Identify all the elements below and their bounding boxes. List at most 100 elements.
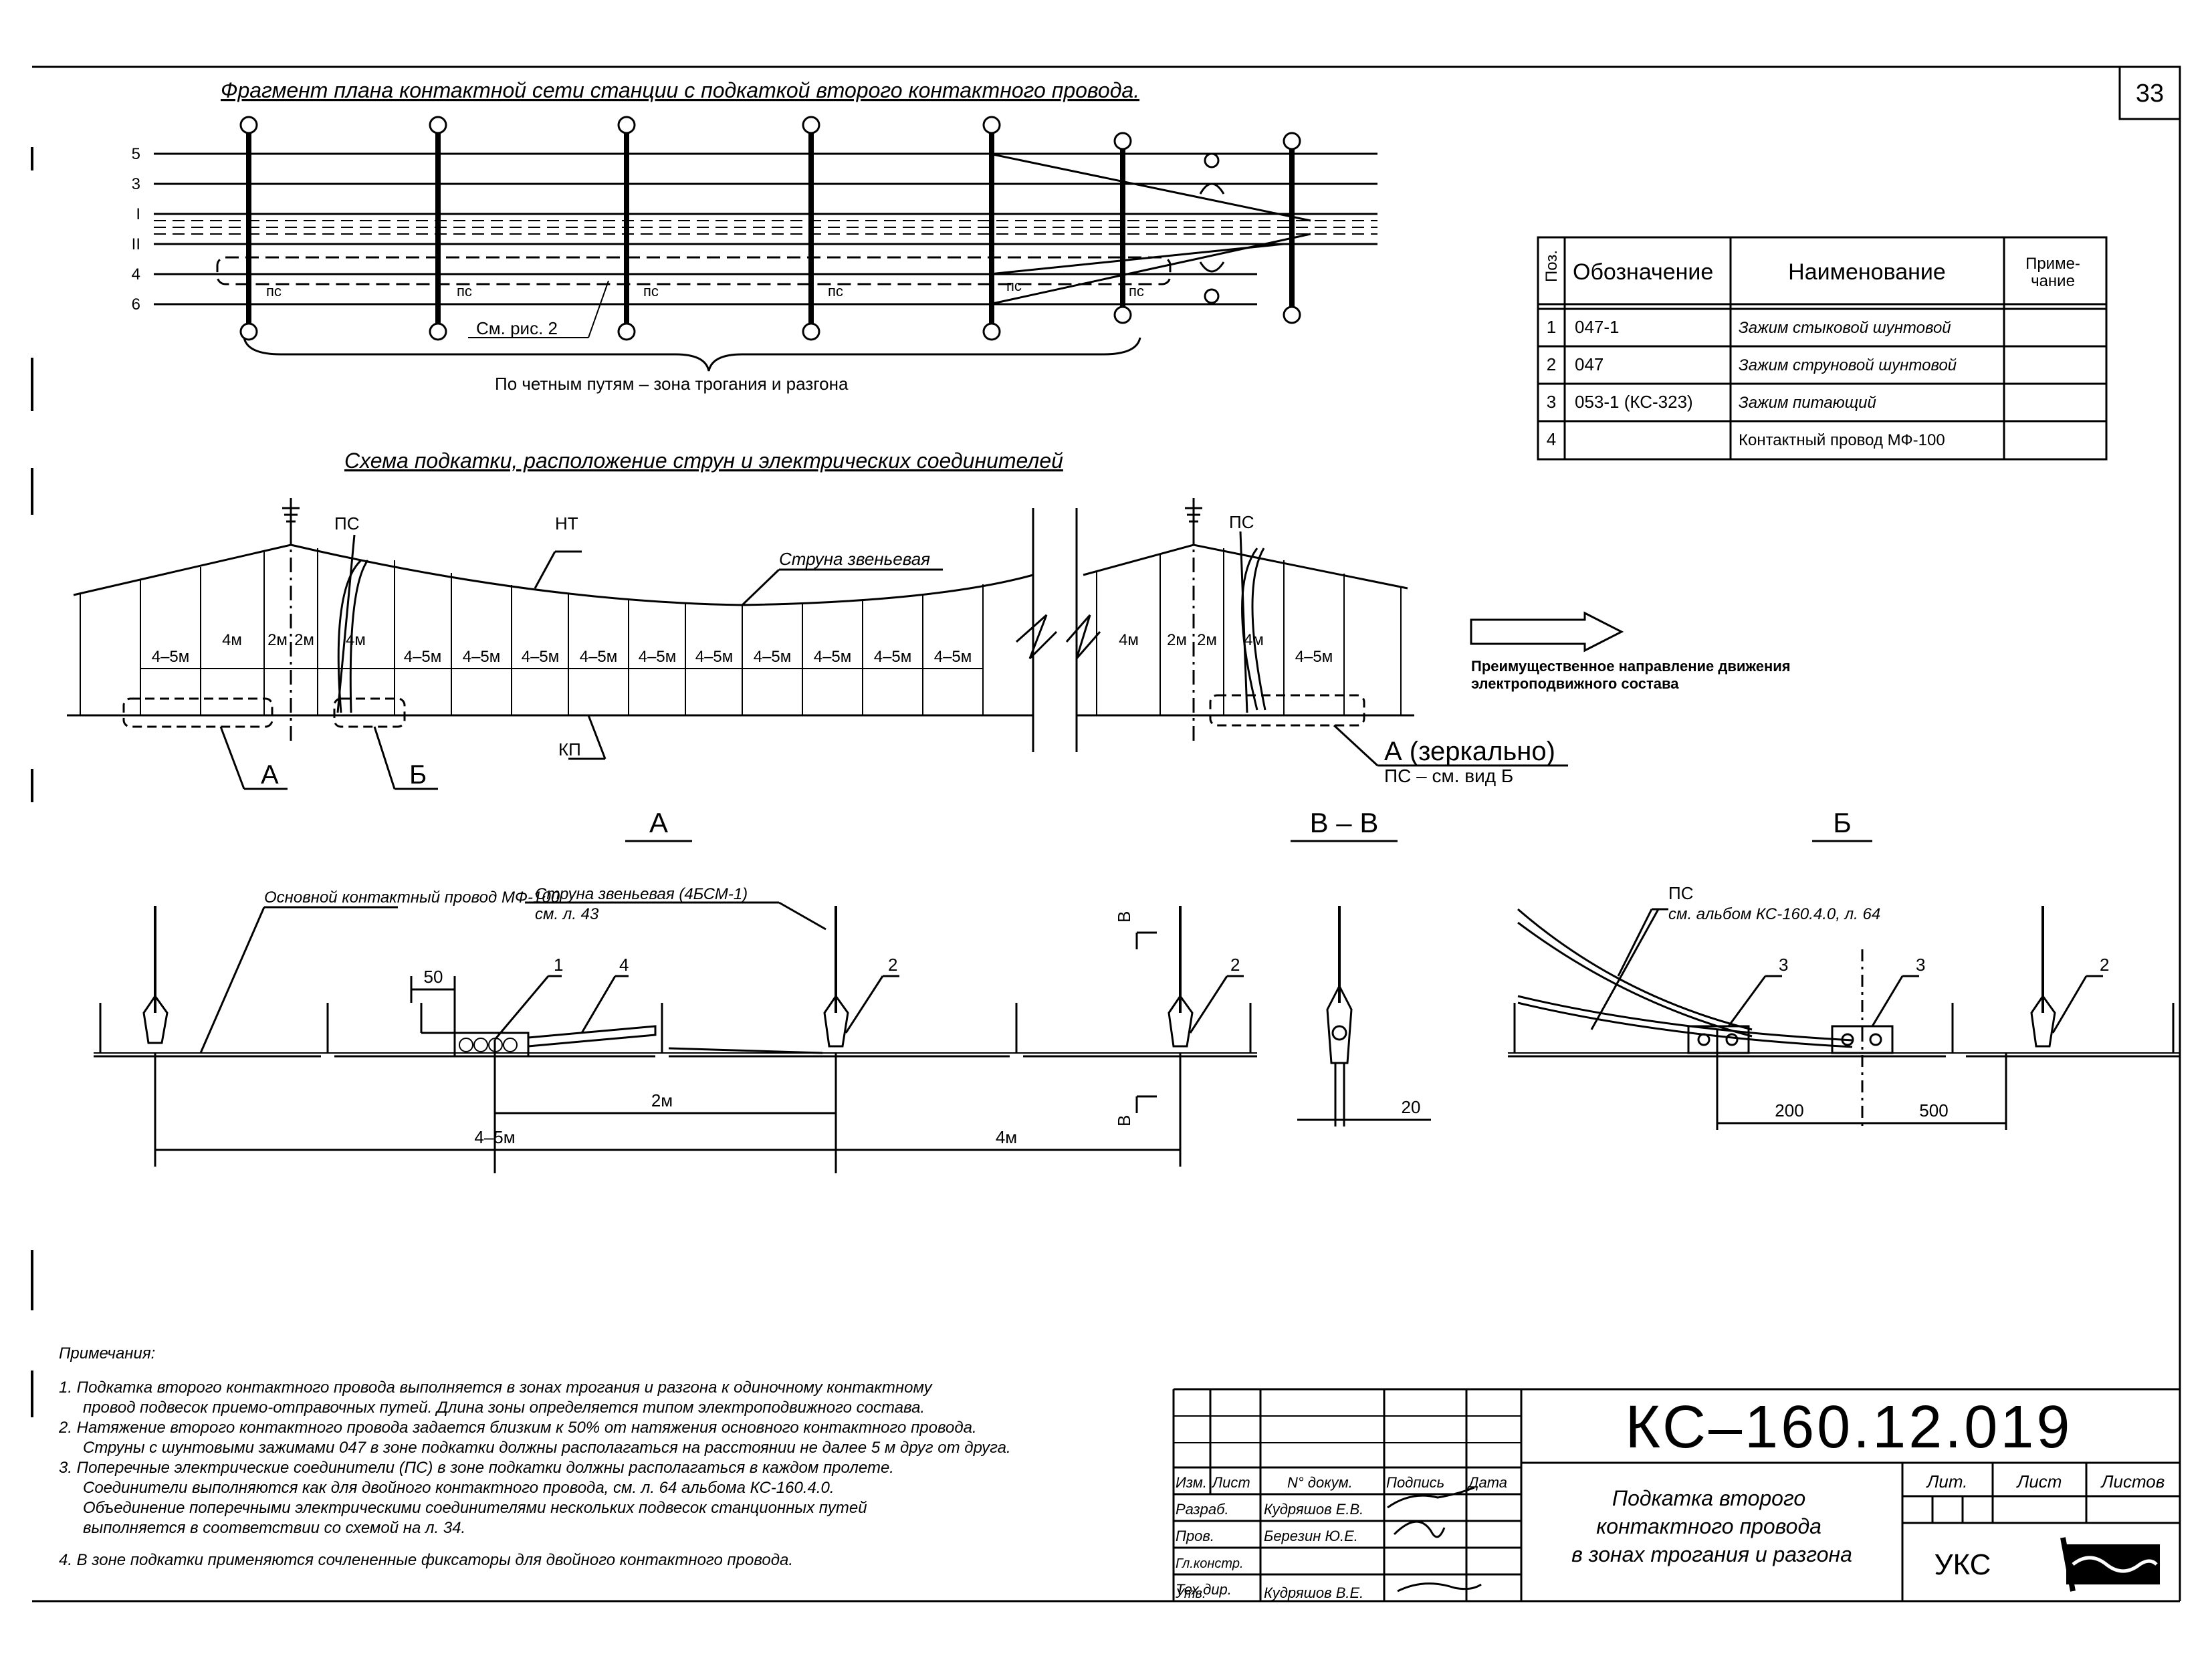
notes-heading: Примечания:: [59, 1344, 155, 1362]
org-logo: [2060, 1537, 2160, 1592]
tb-listov: Листов: [2100, 1471, 2165, 1492]
svg-text:2м: 2м: [1167, 631, 1187, 649]
view-a: А: [94, 807, 1257, 1173]
tb-role: Разраб.: [1176, 1501, 1229, 1518]
tb-role: Тех.дир.: [1176, 1581, 1232, 1598]
note-line: 2. Натяжение второго контактного провода…: [58, 1419, 977, 1437]
dim-20: 20: [1402, 1097, 1421, 1117]
scheme-droppers: [80, 548, 1402, 715]
svg-text:I: I: [136, 205, 140, 223]
notes: Примечания: 1. Подкатка второго контактн…: [58, 1344, 1011, 1569]
view-a-string-label: Струна звеньевая (4БСМ-1): [535, 885, 748, 903]
svg-text:2м: 2м: [294, 631, 314, 649]
view-bb-title: В – В: [1310, 807, 1379, 838]
view-b: Б: [1508, 807, 2180, 1130]
callout-1: 1: [554, 955, 563, 975]
svg-text:4–5м: 4–5м: [522, 648, 560, 666]
svg-text:2м: 2м: [1197, 631, 1217, 649]
note-line: Объединение поперечными электрическими с…: [83, 1499, 867, 1517]
drawing-title: Подкатка второго контактного провода в з…: [1571, 1486, 1852, 1566]
view-a-clamp-holes: [459, 1038, 518, 1052]
cut-label-b: В: [1114, 911, 1134, 923]
tb-role-name: Кудряшов Е.В.: [1264, 1501, 1363, 1518]
svg-text:4м: 4м: [222, 631, 242, 649]
svg-text:4–5м: 4–5м: [463, 648, 501, 666]
view-bb: В – В 20: [1291, 807, 1431, 1126]
note-line: провод подвесок приемо-отправочных путей…: [83, 1399, 925, 1417]
scheme-callout-a: А: [261, 760, 279, 790]
spec-header-designation: Обозначение: [1573, 259, 1713, 285]
svg-text:4м: 4м: [1244, 631, 1264, 649]
ps-label: пс: [828, 283, 843, 300]
tb-col-header: Лист: [1211, 1474, 1250, 1491]
view-b-title: Б: [1833, 807, 1852, 838]
view-b-ps-ref: см. альбом КС-160.4.0, л. 64: [1668, 905, 1880, 923]
tb-col-header: Изм.: [1176, 1474, 1207, 1491]
plan-title: Фрагмент плана контактной сети станции с…: [221, 78, 1139, 102]
svg-text:4–5м: 4–5м: [639, 648, 677, 666]
note-line: 1. Подкатка второго контактного провода …: [59, 1379, 933, 1397]
svg-text:4м: 4м: [1119, 631, 1139, 649]
see-fig-label: См. рис. 2: [476, 318, 558, 338]
spec-header-note: Приме-чание: [2025, 255, 2080, 290]
svg-text:4–5м: 4–5м: [874, 648, 912, 666]
ps-label: пс: [1129, 283, 1144, 300]
svg-text:4–5м: 4–5м: [1295, 648, 1333, 666]
note-line: 4. В зоне подкатки применяются сочлененн…: [59, 1551, 793, 1569]
svg-text:4–5м: 4–5м: [814, 648, 852, 666]
scheme-title: Схема подкатки, расположение струн и эле…: [344, 449, 1063, 473]
svg-text:4–5м: 4–5м: [754, 648, 792, 666]
org-name: УКС: [1934, 1548, 1991, 1581]
spec-row-name: Зажим стыковой шунтовой: [1739, 319, 1951, 337]
tb-role-name: Кудряшов В.Е.: [1264, 1584, 1363, 1601]
plan-supports: [239, 116, 1301, 341]
note-line: Струны с шунтовыми зажимами 047 в зоне п…: [83, 1439, 1011, 1457]
svg-text:4–5м: 4–5м: [934, 648, 972, 666]
scheme-callout-a-mirror: А (зеркально): [1384, 737, 1555, 766]
cut-label-b: В: [1114, 1115, 1134, 1126]
spec-row-pos: 1: [1547, 317, 1556, 337]
tb-col-header: N° докум.: [1287, 1474, 1353, 1491]
scheme-ps-label: ПС: [334, 513, 359, 533]
callout-2: 2: [2100, 955, 2109, 975]
direction-note: Преимущественное направление движения эл…: [1471, 658, 1795, 692]
tb-list: Лист: [2016, 1471, 2062, 1492]
spec-row-name: Контактный провод МФ-100: [1739, 431, 1945, 449]
scheme-ps-label: ПС: [1229, 512, 1254, 532]
tb-col-header: Подпись: [1386, 1474, 1444, 1491]
callout-3: 3: [1916, 955, 1925, 975]
spec-table: Поз. Обозначение Наименование Приме-чани…: [1537, 236, 2108, 461]
dim-4-5m: 4–5м: [474, 1127, 515, 1147]
svg-text:6: 6: [132, 295, 140, 314]
plan-fragment: Фрагмент плана контактной сети станции с…: [132, 78, 1377, 394]
spec-row-pos: 3: [1547, 392, 1556, 412]
signature-marks: [1387, 1486, 1482, 1592]
plan-track-labels: 5 3 I II 4 6: [132, 145, 140, 314]
ps-label: пс: [1006, 277, 1022, 294]
ps-label: пс: [457, 283, 472, 300]
view-a-title: А: [649, 807, 668, 838]
sheet-frame: [31, 66, 2181, 1602]
tb-role: Гл.констр.: [1176, 1556, 1244, 1571]
dim-200: 200: [1775, 1100, 1803, 1120]
scheme-nt-label: НТ: [555, 513, 578, 533]
svg-text:4–5м: 4–5м: [404, 648, 442, 666]
view-a-main-wire-label: Основной контактный провод МФ-100: [264, 888, 560, 907]
spec-row-name: Зажим струновой шунтовой: [1739, 356, 1957, 374]
tb-lit: Лит.: [1926, 1471, 1968, 1492]
title-block: Изм. Лист N° докум. Подпись Дата Разраб.…: [1172, 1388, 2180, 1601]
spec-header-pos: Поз.: [1543, 250, 1561, 282]
callout-2: 2: [888, 955, 897, 975]
view-a-see-sheet: см. л. 43: [535, 905, 599, 923]
note-line: Соединители выполняются как для двойного…: [83, 1479, 835, 1497]
spec-row-designation: 047-1: [1575, 317, 1620, 337]
sheet-number: 33: [2136, 80, 2164, 108]
svg-text:4м: 4м: [346, 631, 366, 649]
ps-label: пс: [266, 283, 282, 300]
svg-text:4–5м: 4–5м: [152, 648, 190, 666]
svg-text:4: 4: [132, 265, 140, 283]
spec-row-designation: 053-1 (КС-323): [1575, 392, 1693, 412]
svg-text:II: II: [132, 235, 140, 253]
scheme-callout-b: Б: [409, 760, 427, 790]
